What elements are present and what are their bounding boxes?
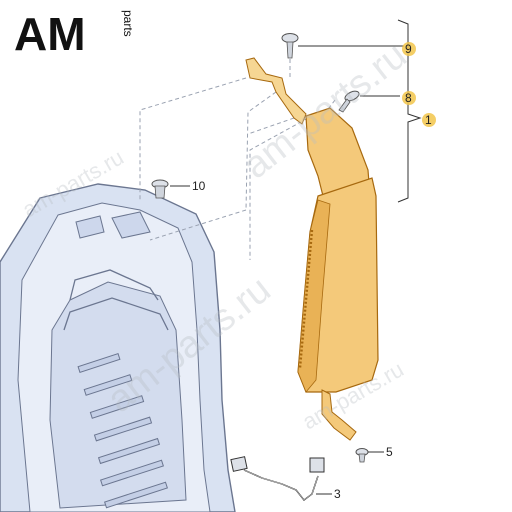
clip bbox=[151, 179, 169, 199]
callout-10: 10 bbox=[192, 179, 206, 193]
leader-lines bbox=[170, 19, 422, 495]
callout-8-highlight bbox=[402, 91, 416, 105]
callout-9-highlight bbox=[402, 42, 416, 56]
assembly-guides bbox=[139, 52, 336, 260]
wiring-harness bbox=[230, 456, 325, 501]
callout-5: 5 bbox=[386, 445, 393, 459]
logo-subtext: parts bbox=[121, 10, 135, 37]
callout-3: 3 bbox=[334, 487, 341, 501]
screw-top bbox=[281, 33, 299, 59]
callout-1: 1 bbox=[425, 113, 432, 127]
callout-8: 8 bbox=[405, 91, 412, 105]
callout-9: 9 bbox=[405, 42, 412, 56]
seat-back-frame bbox=[0, 183, 236, 512]
screw-upper bbox=[338, 90, 360, 113]
callouts: 9 8 1 10 5 3 bbox=[192, 42, 436, 501]
side-airbag-unit bbox=[245, 57, 379, 441]
callout-1-highlight bbox=[422, 113, 436, 127]
screw-lower bbox=[355, 448, 369, 463]
logo-letters: AM bbox=[14, 8, 86, 60]
brand-logo: AM parts bbox=[14, 8, 135, 60]
